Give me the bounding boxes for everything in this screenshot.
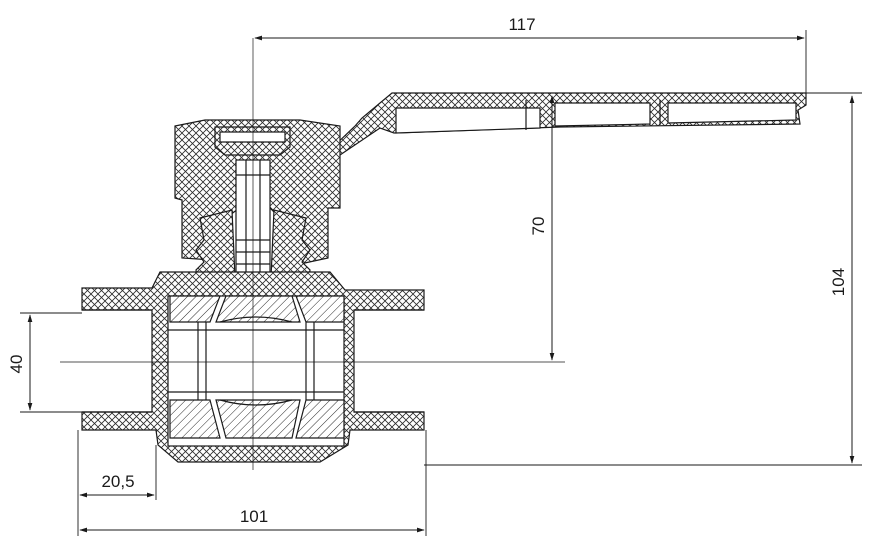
- dim-117-label: 117: [508, 15, 535, 34]
- dimension-labels: 117 70 104 40 20,5 101: [7, 15, 848, 526]
- ball-assembly: [167, 295, 345, 447]
- center-lines: [60, 38, 565, 470]
- dim-101-label: 101: [240, 507, 268, 526]
- dim-70-label: 70: [529, 217, 548, 236]
- dimension-lines: [27, 35, 855, 533]
- dim-20-5-label: 20,5: [101, 472, 134, 491]
- lever-handle: [323, 92, 807, 189]
- dim-40-label: 40: [7, 355, 26, 374]
- extension-lines: [20, 30, 862, 536]
- bore-lines: [82, 309, 424, 413]
- dim-104-label: 104: [829, 268, 848, 296]
